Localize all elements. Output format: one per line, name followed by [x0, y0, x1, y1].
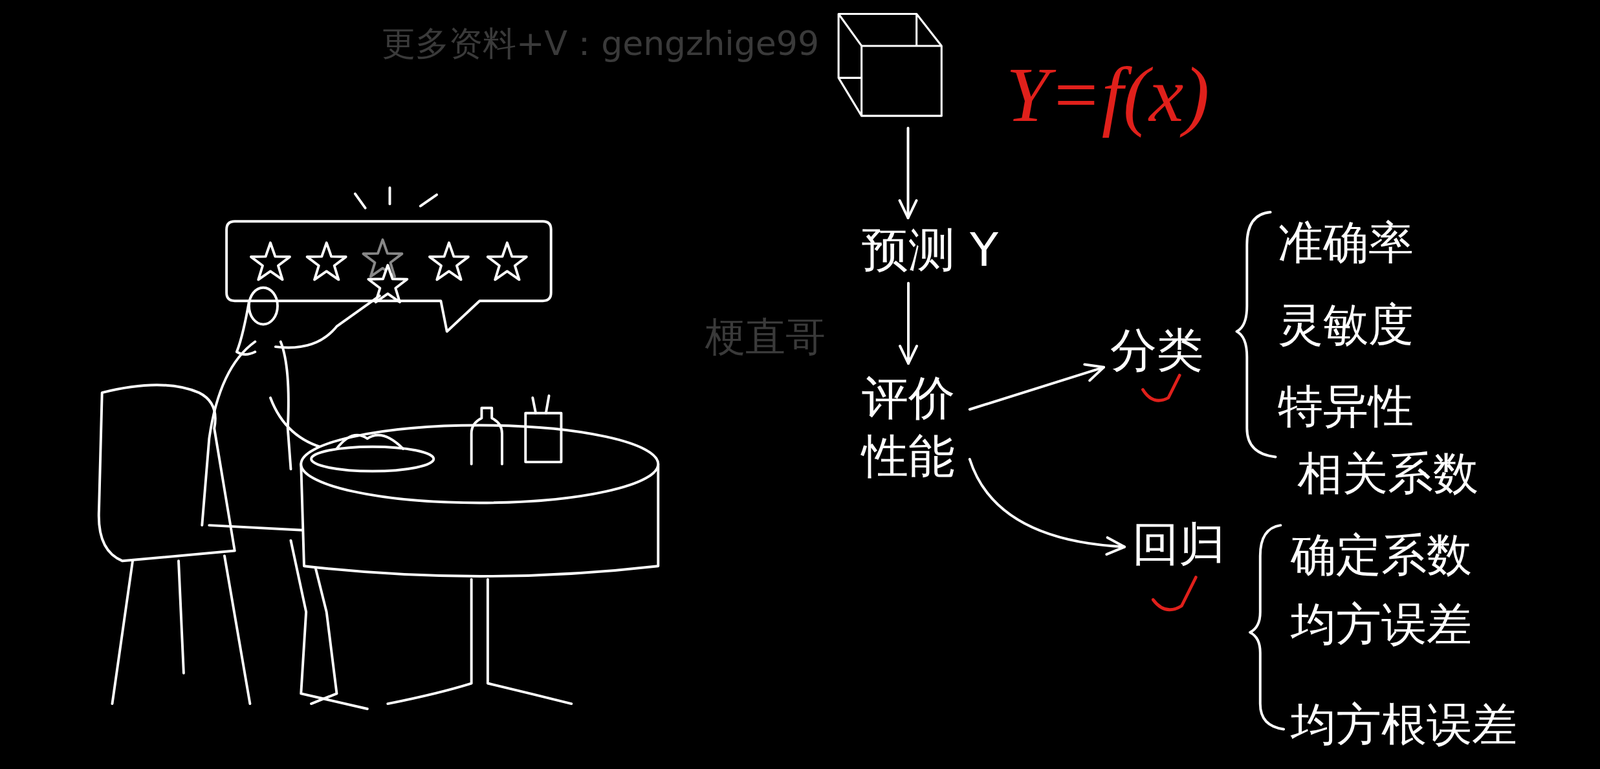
connector-line: [907, 128, 910, 219]
arrow-head: [899, 346, 917, 364]
line-art: [251, 242, 290, 280]
watermark: 梗直哥: [705, 313, 826, 360]
check-marks: [1142, 375, 1196, 610]
branch-label: 回归: [1132, 517, 1226, 572]
arrow-head: [899, 200, 917, 219]
connector-arrow: [969, 364, 1104, 410]
node-text: 分类: [1110, 323, 1204, 378]
metric-name: 相关系数: [1297, 447, 1479, 501]
line-art: [487, 242, 527, 280]
line-art: [471, 408, 503, 465]
line-art: [336, 435, 404, 450]
connector-line: [969, 367, 1104, 410]
cube-lines: [838, 14, 942, 117]
branch-label: 分类: [1110, 323, 1204, 378]
line-art: [111, 555, 250, 704]
metric-name: 确定系数: [1290, 529, 1472, 582]
line-art: [270, 397, 327, 450]
model-cube: Y=f(x): [836, 5, 947, 122]
line-art: [300, 425, 658, 504]
curly-brackets: [1237, 212, 1285, 730]
connector-arrow: [969, 459, 1125, 555]
watermark: 更多资料+V：gengzhige99: [381, 24, 820, 64]
node-text: 回归: [1132, 517, 1226, 572]
line-art: [280, 341, 292, 470]
connector-arrow: [899, 128, 917, 219]
line-art: [1152, 577, 1196, 611]
metric-name: 均方误差: [1290, 598, 1472, 651]
process-step: 评价 性能: [861, 368, 963, 486]
line-art: [387, 579, 572, 704]
connector-arrow: [899, 283, 917, 364]
line-art: [236, 302, 255, 355]
metric-name: 均方根误差: [1290, 698, 1518, 752]
connector-line: [969, 459, 1125, 548]
line-art: [307, 242, 347, 280]
line-art: [355, 187, 437, 209]
metric-name: 准确率: [1277, 216, 1414, 270]
line-art: [1142, 375, 1180, 401]
connector-line: [907, 283, 910, 364]
line-art: [532, 395, 549, 414]
arrow-head: [1106, 537, 1125, 555]
arrow-head: [1084, 364, 1104, 381]
line-art: [311, 447, 434, 472]
line-art: [275, 295, 380, 348]
line-art: [525, 413, 561, 463]
node-text: 预测 Y: [861, 223, 999, 277]
line-art: [429, 242, 469, 280]
process-step: 预测 Y: [861, 223, 999, 277]
line-art: [1249, 525, 1284, 730]
cube-back: [838, 14, 942, 117]
node-text: 评价 性能: [861, 368, 963, 486]
formula-label: Y=f(x): [1006, 50, 1210, 140]
line-art: [368, 265, 407, 303]
metric-name: 灵敏度: [1277, 298, 1414, 352]
cube-outline: [836, 5, 947, 122]
cube-front: [861, 45, 943, 116]
line-art: [249, 287, 278, 325]
line-art: [1237, 212, 1276, 457]
line-art: [201, 341, 255, 526]
restaurant-drawing: [98, 187, 659, 710]
line-art: [226, 221, 552, 332]
metric-name: 特异性: [1277, 380, 1414, 433]
line-art: [362, 240, 402, 277]
